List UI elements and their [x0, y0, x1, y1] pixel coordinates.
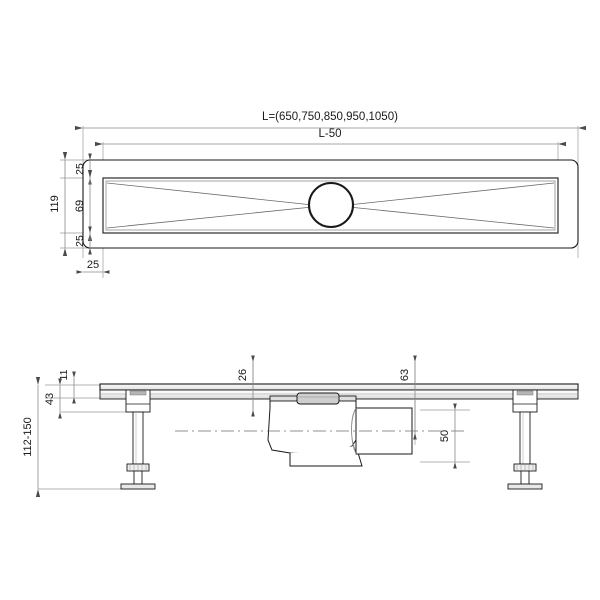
adjustable-height-label: 112-150 — [22, 417, 34, 457]
outlet-diameter-label: 50 — [439, 430, 451, 442]
grate-width-label: 69 — [74, 200, 86, 212]
drain-outlet-circle — [307, 181, 355, 229]
body-depth-label: 43 — [44, 393, 56, 405]
dim-end-offset: 25 — [76, 259, 110, 274]
dim-overall-length: L=(650,750,850,950,1050) — [75, 111, 586, 131]
plan-view-group: L=(650,750,850,950,1050) L-50 — [49, 111, 586, 278]
trap-outlet-body — [267, 392, 413, 467]
support-leg-left — [120, 389, 156, 490]
dim-flange-bottom: 25 — [74, 226, 92, 255]
flange-bottom-label: 25 — [74, 235, 86, 247]
flange-top-label: 25 — [74, 163, 86, 175]
cover-plate — [99, 383, 579, 391]
dim-adjustable-height: 112-150 — [22, 377, 41, 497]
dim-outlet-diameter: 50 — [439, 403, 457, 469]
end-offset-label: 25 — [87, 259, 99, 271]
dim-overall-width: 119 — [49, 152, 68, 256]
outlet-center-label: 63 — [399, 369, 411, 381]
section-view-group: 11 43 112-150 26 63 — [22, 355, 579, 497]
overall-width-label: 119 — [49, 195, 61, 213]
dim-grate-width: 69 — [74, 170, 93, 241]
grate-length-label: L-50 — [318, 128, 341, 140]
outlet-offset-label: 26 — [237, 369, 249, 381]
grate-taper-lines — [106, 182, 555, 229]
overall-length-label: L=(650,750,850,950,1050) — [262, 111, 398, 123]
dim-flange-thickness: 11 — [58, 369, 76, 404]
dim-grate-length: L-50 — [95, 128, 566, 147]
dim-outlet-offset: 26 — [237, 355, 255, 417]
support-leg-right — [507, 389, 543, 490]
dim-outlet-center-height: 63 — [399, 355, 417, 440]
dim-body-depth: 43 — [44, 378, 62, 419]
flange-thickness-label: 11 — [58, 369, 70, 380]
